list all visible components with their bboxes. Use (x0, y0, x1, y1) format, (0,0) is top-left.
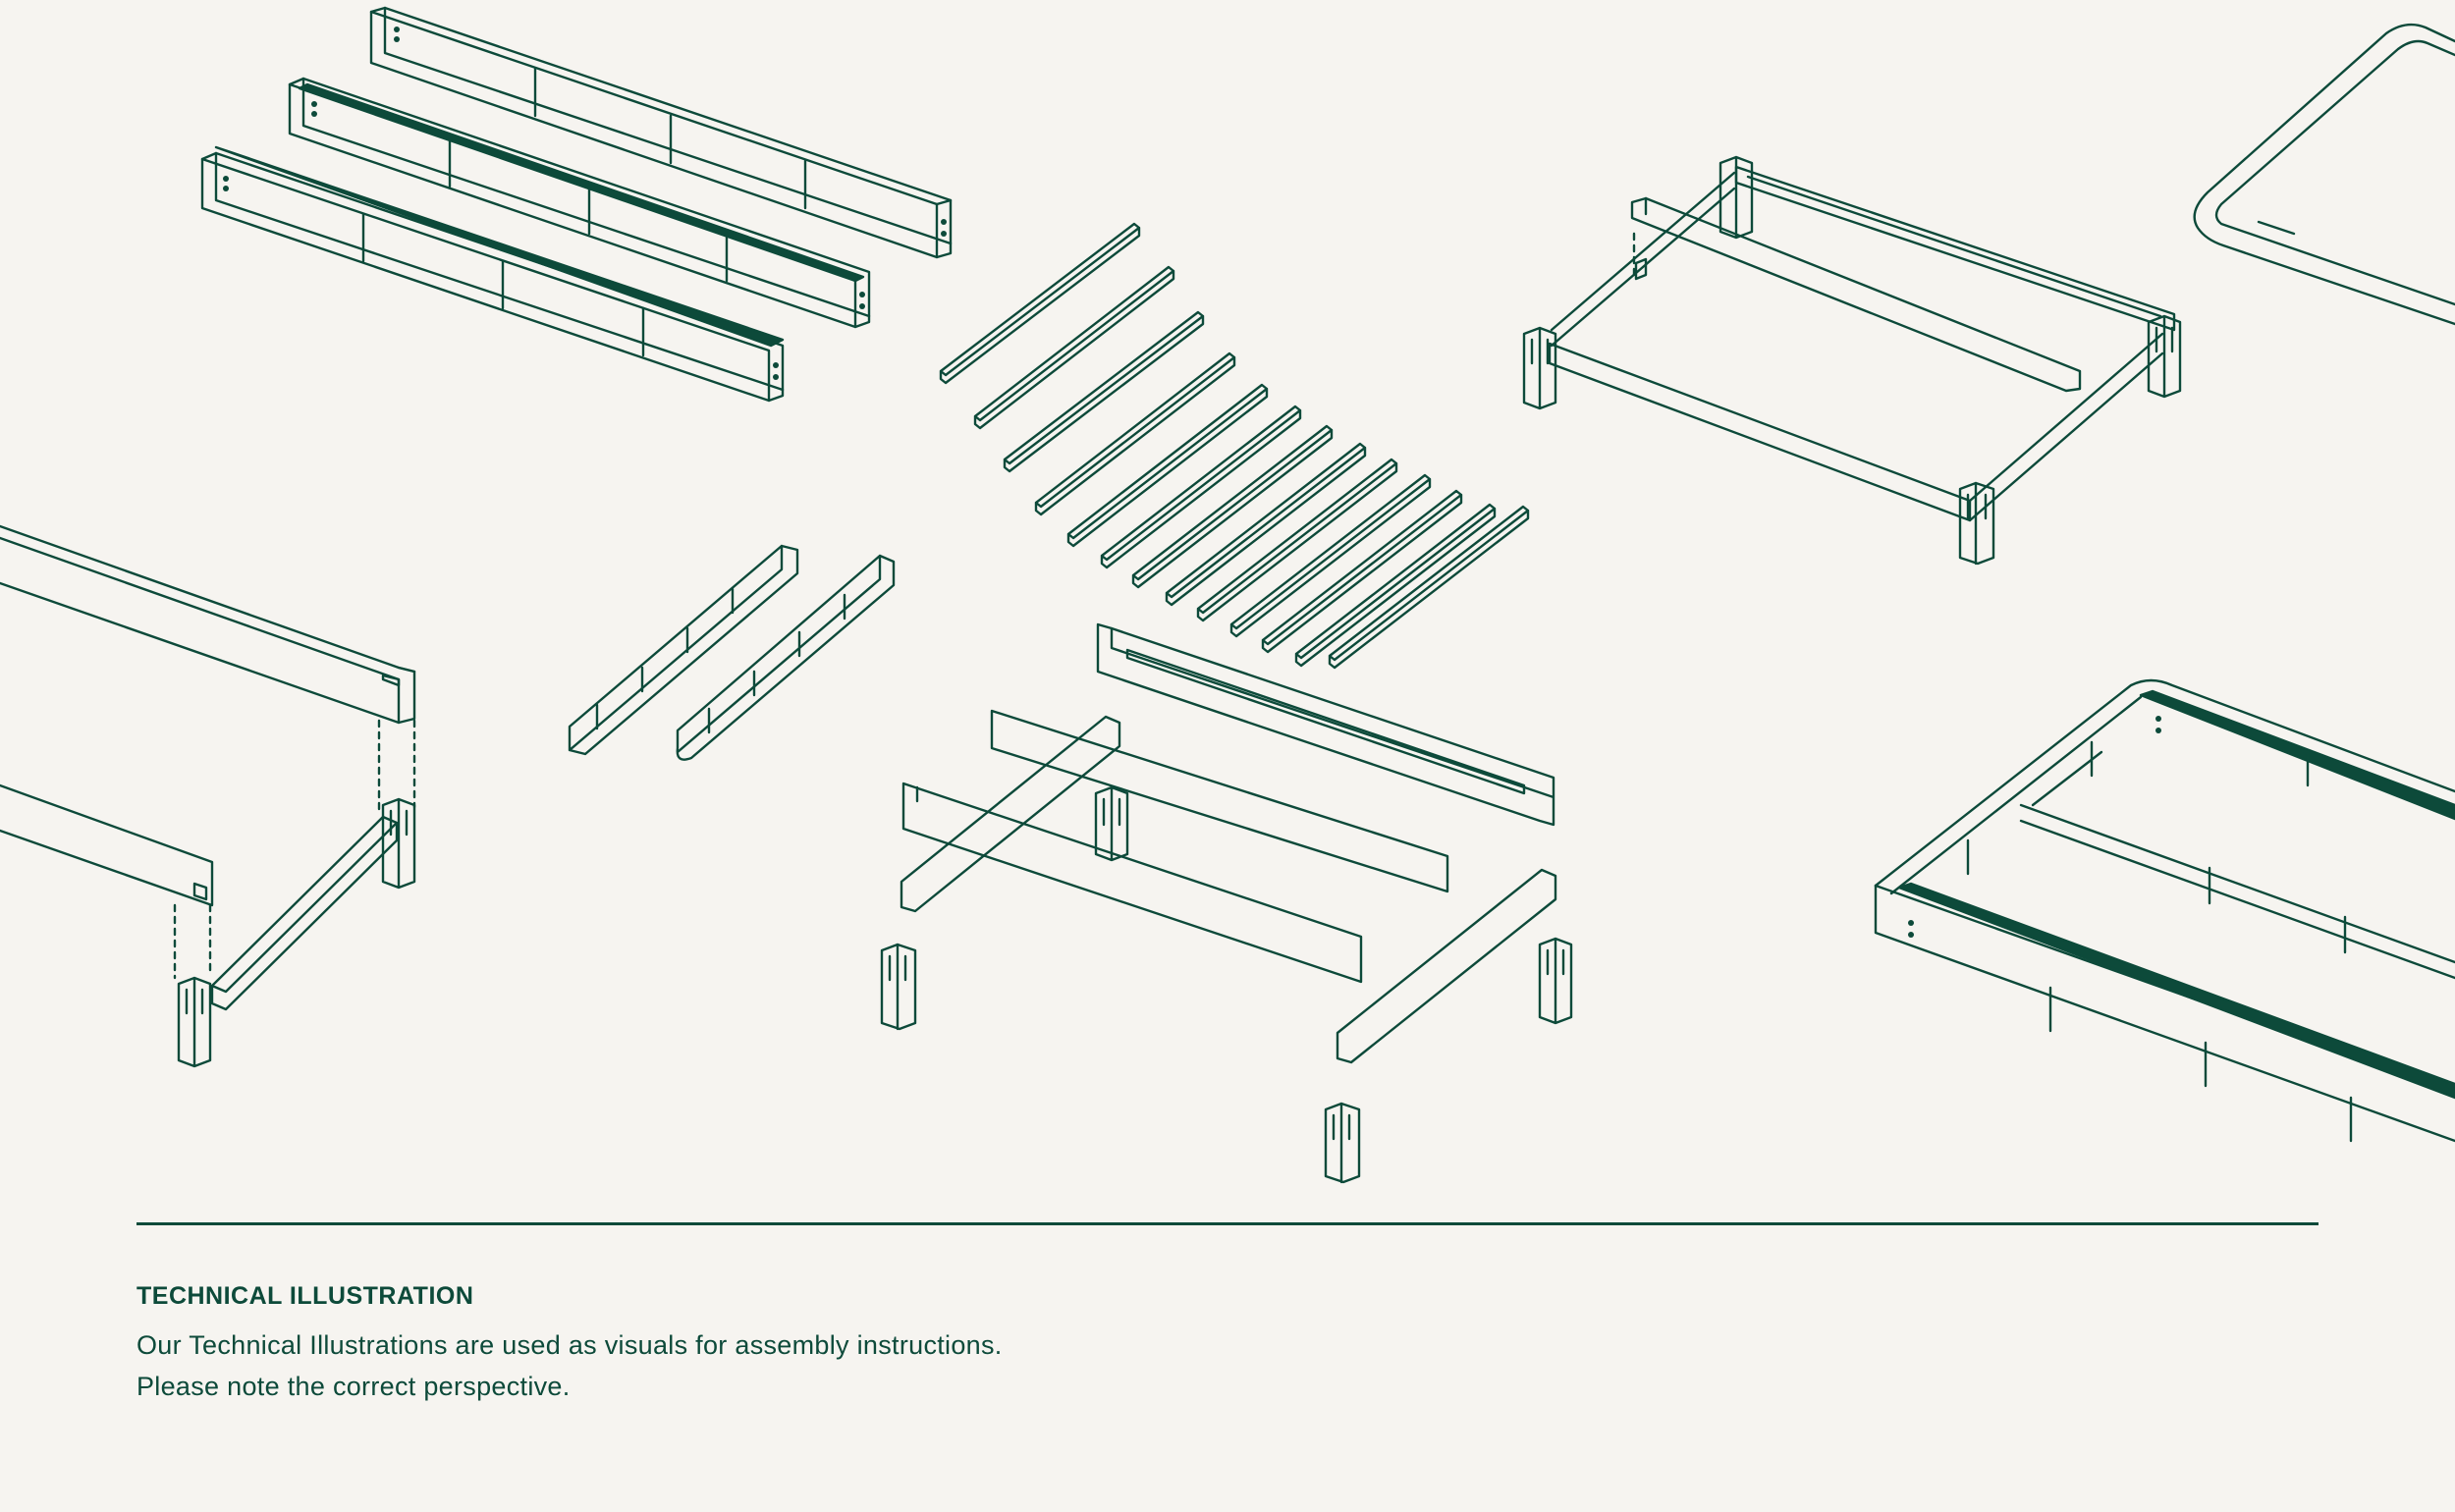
caption-block: TECHNICAL ILLUSTRATION Our Technical Ill… (136, 1282, 1003, 1407)
section-divider (136, 1222, 2319, 1225)
left-headboard-assembly (0, 524, 416, 1068)
short-rails (568, 544, 896, 761)
exploded-base-frame (880, 622, 1573, 1184)
mattress-corner (2193, 23, 2455, 326)
assembled-frame (1522, 155, 2182, 566)
caption-line-1: Our Technical Illustrations are used as … (136, 1330, 1003, 1360)
slats (939, 222, 1530, 670)
caption-line-2: Please note the correct perspective. (136, 1372, 571, 1401)
top-left-rails (200, 6, 953, 403)
caption-title: TECHNICAL ILLUSTRATION (136, 1282, 474, 1310)
bottom-right-frame (1874, 678, 2455, 1143)
